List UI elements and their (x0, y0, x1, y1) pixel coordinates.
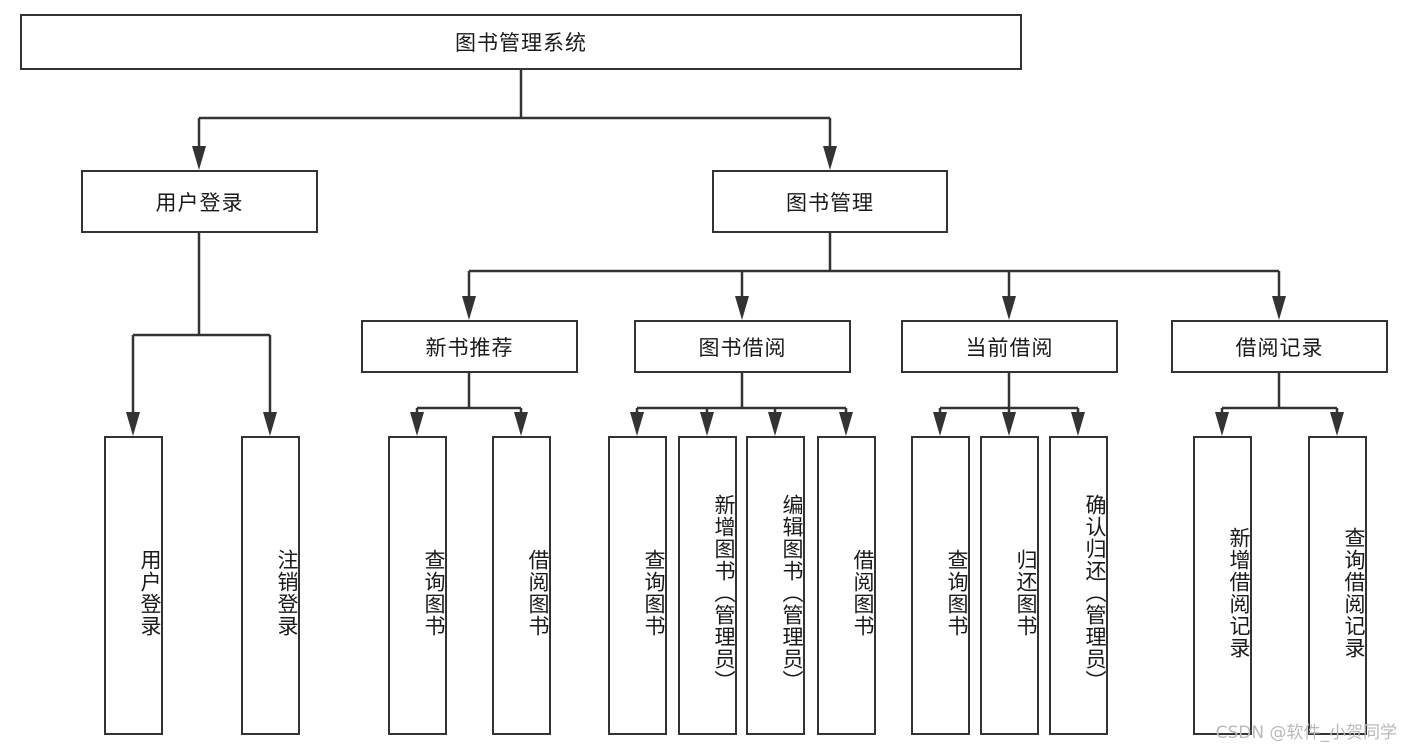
node-label: 确认归还（管理员） (1083, 493, 1107, 692)
node-label: 当前借阅 (965, 335, 1054, 360)
leaf-user-login-logout[interactable]: 注销登录 (241, 436, 300, 735)
node-new-book-recommend[interactable]: 新书推荐 (361, 320, 578, 373)
node-label: 图书借阅 (698, 335, 787, 360)
node-label: 查询图书 (945, 548, 969, 637)
node-label: 查询图书 (642, 548, 666, 637)
node-label: 借阅记录 (1235, 335, 1324, 360)
node-current-borrow[interactable]: 当前借阅 (901, 320, 1118, 373)
node-borrow-record[interactable]: 借阅记录 (1171, 320, 1388, 373)
leaf-new-book-borrow[interactable]: 借阅图书 (492, 436, 551, 735)
node-label: 图书管理 (786, 190, 874, 215)
node-label: 借阅图书 (851, 548, 875, 637)
leaf-current-borrow-query[interactable]: 查询图书 (911, 436, 970, 735)
node-label: 编辑图书（管理员） (780, 493, 804, 692)
leaf-current-borrow-confirm[interactable]: 确认归还（管理员） (1049, 436, 1108, 735)
node-label: 用户登录 (138, 548, 162, 637)
node-label: 用户登录 (155, 190, 244, 215)
node-book-borrow[interactable]: 图书借阅 (634, 320, 851, 373)
leaf-book-borrow-query[interactable]: 查询图书 (608, 436, 667, 735)
node-label: 归还图书 (1014, 548, 1038, 637)
node-label: 新增借阅记录 (1227, 526, 1251, 659)
node-label: 图书管理系统 (455, 31, 587, 55)
leaf-book-borrow-edit[interactable]: 编辑图书（管理员） (746, 436, 805, 735)
leaf-borrow-record-add[interactable]: 新增借阅记录 (1193, 436, 1252, 735)
node-label: 新增图书（管理员） (712, 493, 736, 692)
node-label: 注销登录 (275, 548, 299, 637)
leaf-book-borrow-add[interactable]: 新增图书（管理员） (678, 436, 737, 735)
node-label: 查询借阅记录 (1342, 526, 1366, 659)
node-label: 新书推荐 (425, 335, 514, 360)
leaf-borrow-record-query[interactable]: 查询借阅记录 (1308, 436, 1367, 735)
leaf-current-borrow-return[interactable]: 归还图书 (980, 436, 1039, 735)
node-root-system[interactable]: 图书管理系统 (20, 14, 1022, 70)
node-label: 借阅图书 (526, 548, 550, 637)
leaf-new-book-query[interactable]: 查询图书 (388, 436, 447, 735)
node-user-login[interactable]: 用户登录 (81, 170, 318, 233)
leaf-user-login-login[interactable]: 用户登录 (104, 436, 163, 735)
node-label: 查询图书 (422, 548, 446, 637)
leaf-book-borrow-lend[interactable]: 借阅图书 (817, 436, 876, 735)
csdn-watermark: CSDN @软件_小贺同学 (1215, 723, 1397, 743)
node-book-management[interactable]: 图书管理 (712, 170, 948, 233)
